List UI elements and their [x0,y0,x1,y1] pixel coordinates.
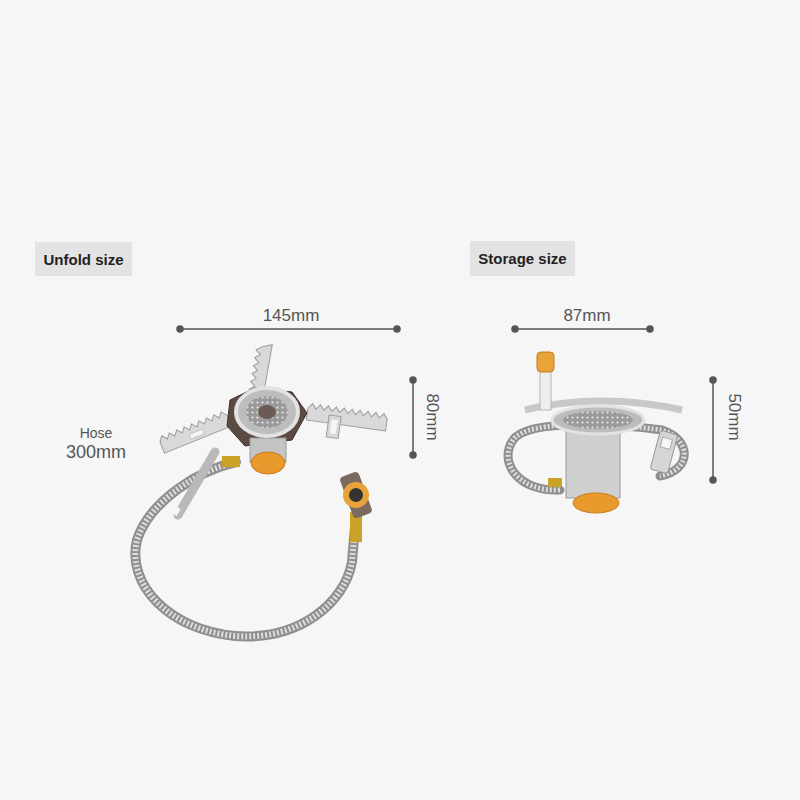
dimension-end [410,377,416,383]
dimension-line [412,380,414,455]
dimension-end [177,326,183,332]
pot-support [304,403,388,445]
dimension-value: 50mm [726,393,743,440]
dimension-line [180,328,397,330]
size-tag-text: Unfold size [43,251,123,268]
size-tag: Storage size [470,241,575,276]
burner-head [236,388,298,436]
dimension-value: 80mm [424,393,441,440]
stove-body [566,428,620,498]
dimension-end [410,452,416,458]
valve-knob [251,452,285,474]
burner-plate [227,388,307,446]
brass-fitting [222,456,240,467]
size-tag: Unfold size [35,242,132,276]
dimension-line [712,380,714,480]
burner-cap [258,405,276,419]
hose-braid [135,462,356,636]
burner-head [552,406,644,434]
pot-support [158,409,235,453]
dimension-end [710,377,716,383]
size-tag-text: Storage size [478,250,566,267]
canister-connector [650,430,678,473]
dimension-value: 87mm [563,307,610,324]
brass-fitting [548,478,562,487]
dimension-lines [177,326,716,483]
dimension-value: 300mm [66,443,126,461]
dimension-end [710,477,716,483]
dimension-value: 145mm [263,307,320,324]
leg-slot [171,506,180,516]
igniter-cap [537,352,554,372]
dimension-line [515,328,650,330]
canister-connector [336,470,375,520]
unfolded-stove [135,342,388,636]
burner-holes [563,411,633,429]
stove-leg [178,452,215,515]
burner-holes [246,396,288,428]
folded-stove [508,352,684,513]
dimension-end [394,326,400,332]
part-name: Hose [80,426,113,440]
valve-knob [573,493,619,513]
hose [135,462,356,636]
dimension-end [647,326,653,332]
dimension-end [512,326,518,332]
